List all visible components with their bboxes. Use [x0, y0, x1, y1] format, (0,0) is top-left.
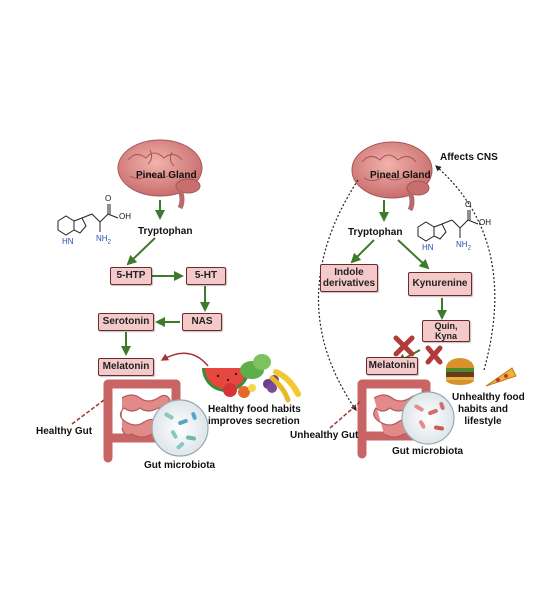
step-nas: NAS — [182, 313, 222, 331]
healthy-food-illustration — [202, 354, 301, 403]
tryptophan-molecule-left — [57, 204, 119, 236]
unhealthy-food-illustration — [446, 358, 517, 387]
molecule-nh2-label-right: NH2 — [456, 240, 471, 252]
pineal-brain-illustration-left — [117, 139, 203, 210]
nh2-sub-right: 2 — [467, 245, 471, 252]
indole-derivatives-box: Indole derivatives — [320, 264, 378, 292]
indole-line1: Indole — [334, 266, 364, 278]
pineal-brain-illustration-right — [351, 141, 433, 212]
molecule-nh-label-left: HN — [62, 237, 74, 246]
healthy-gut-pointer — [71, 399, 105, 425]
unhealthy-food-caption-line3: lifestyle — [464, 416, 502, 427]
affects-cns-label: Affects CNS — [440, 152, 498, 163]
unhealthy-gut-label: Unhealthy Gut — [290, 430, 359, 441]
molecule-oh-label-left: OH — [119, 212, 131, 221]
tryptophan-label-right: Tryptophan — [348, 227, 403, 238]
food-to-melatonin-arrow — [160, 352, 209, 367]
unhealthy-food-caption-line1: Unhealthy food — [452, 392, 525, 403]
molecule-oh-label-right: OH — [479, 218, 491, 227]
indole-line2: derivatives — [322, 278, 376, 289]
unhealthy-gut-pointer — [329, 401, 361, 429]
tryptophan-label-left: Tryptophan — [138, 226, 193, 237]
molecule-o-label-right: O — [465, 200, 472, 209]
molecule-nh-label-right: HN — [422, 243, 434, 252]
step-melatonin-right: Melatonin — [366, 357, 418, 375]
nh2-sub-left: 2 — [107, 239, 111, 246]
gut-microbiota-label-right: Gut microbiota — [392, 446, 464, 457]
healthy-food-caption-line2: improves secretion — [208, 416, 300, 427]
tryptophan-molecule-right — [417, 210, 479, 242]
pineal-gland-label-left: Pineal Gland — [136, 170, 197, 181]
step-melatonin-left: Melatonin — [98, 358, 154, 376]
inhibition-cross-1 — [393, 335, 415, 357]
unhealthy-food-caption-line2: habits and — [457, 404, 508, 415]
step-serotonin: Serotonin — [98, 313, 154, 331]
gut-microbiota-dish-right — [401, 391, 455, 445]
inhibition-cross-2 — [425, 345, 443, 365]
dotted-arrow-to-unhealthy-gut — [317, 179, 359, 411]
healthy-food-caption-line1: Healthy food habits — [208, 404, 301, 415]
molecule-nh2-label-left: NH2 — [96, 234, 111, 246]
quin-kyna-box: Quin, Kyna — [422, 320, 470, 342]
dotted-arrow-to-cns — [435, 165, 496, 371]
step-5htp: 5-HTP — [110, 267, 152, 285]
kynurenine-box: Kynurenine — [408, 272, 472, 296]
molecule-o-label-left: O — [105, 194, 112, 203]
pathway-arrows-left — [121, 200, 210, 356]
gut-microbiota-label-left: Gut microbiota — [144, 460, 216, 471]
pineal-gland-label-right: Pineal Gland — [370, 170, 431, 181]
nh2-text-right: NH — [456, 240, 468, 249]
gut-microbiota-dish-left — [151, 399, 209, 457]
nh2-text-left: NH — [96, 234, 108, 243]
healthy-gut-label: Healthy Gut — [36, 426, 93, 437]
step-5ht: 5-HT — [186, 267, 226, 285]
